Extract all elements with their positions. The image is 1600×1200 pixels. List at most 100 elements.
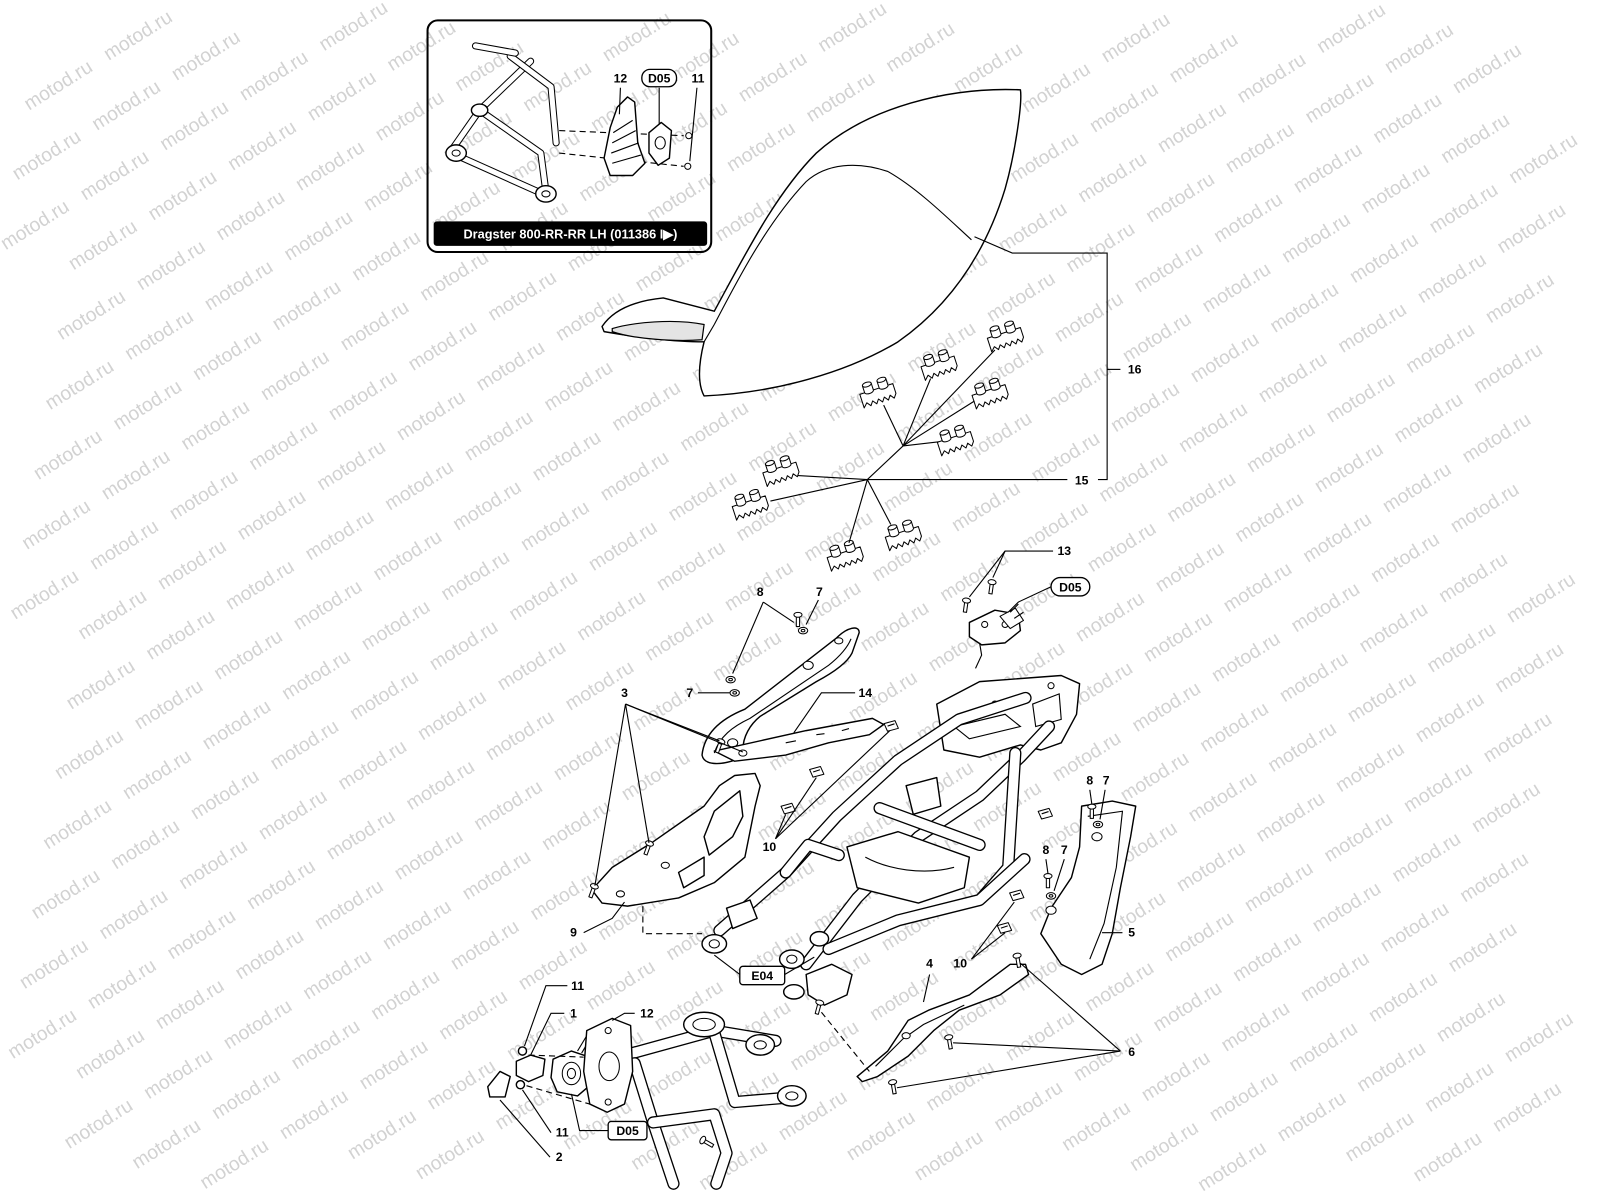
leader-8-handle	[732, 601, 764, 674]
seat	[601, 88, 1022, 397]
label-7-right-lower: 7	[1061, 843, 1068, 857]
leader-15-lines	[770, 349, 1068, 544]
leader-3	[624, 703, 650, 843]
dashed-line-lower-panel	[820, 1011, 870, 1072]
inset-leader	[618, 87, 621, 115]
label-15: 15	[1075, 474, 1089, 488]
leader-10-right	[970, 901, 1015, 960]
leader-7-right-lower	[1053, 859, 1065, 891]
label-8-handle: 8	[757, 585, 764, 599]
washer	[1092, 820, 1104, 829]
frame-bushing	[782, 983, 805, 1000]
leader-e04	[713, 954, 741, 975]
label-7-handle-left: 7	[686, 686, 693, 700]
label-10-left: 10	[763, 840, 777, 854]
seat-shell	[601, 88, 1022, 397]
leader-d05-footrest	[570, 1093, 609, 1132]
label-11-lower: 11	[556, 1126, 569, 1140]
leader-7-right-upper	[1099, 789, 1106, 820]
inset-label-11: 11	[691, 72, 704, 86]
label-d05-footrest: D05	[616, 1124, 639, 1138]
label-7-handle: 7	[816, 585, 823, 599]
tail-cover-5	[1040, 800, 1137, 976]
leader-10-left	[775, 777, 817, 840]
nut-11	[517, 1046, 528, 1056]
inset-caption: Dragster 800-RR-RR LH (011386 I▶)	[463, 226, 677, 241]
label-9: 9	[570, 926, 577, 940]
label-11-upper: 11	[571, 979, 584, 993]
side-panel-9	[591, 772, 761, 907]
label-d05-latch: D05	[1059, 580, 1082, 594]
leader-1	[530, 1012, 565, 1056]
leader-d05-latch	[1007, 586, 1052, 613]
label-16: 16	[1128, 362, 1142, 376]
leader-6	[896, 1050, 1121, 1089]
heel-guard-2	[487, 1070, 511, 1098]
frame-battery-bracket	[905, 776, 942, 815]
inset-panel: 12 D05 11 Dragster 800-RR-RR LH (011386 …	[426, 19, 713, 254]
seat-cushion-edge	[713, 164, 972, 325]
inset-caption-bar	[433, 221, 708, 246]
label-7-right-upper: 7	[1103, 774, 1110, 788]
label-10-right: 10	[953, 956, 967, 970]
frame-center-plate	[846, 830, 971, 904]
inset-frame	[426, 19, 713, 254]
seat-latch	[960, 578, 1024, 669]
leader-14	[793, 692, 856, 733]
label-13: 13	[1057, 544, 1071, 558]
inset-frame-drawing	[445, 42, 560, 203]
inset-leader	[689, 87, 698, 162]
leader-8-handle	[762, 601, 795, 623]
leader-12	[611, 1012, 635, 1021]
inset-pivot	[470, 103, 489, 118]
leader-2	[499, 1099, 551, 1158]
leader-10-left	[774, 814, 787, 839]
footrest-bracket	[550, 1030, 595, 1097]
inset-label-d05: D05	[648, 72, 671, 86]
seat-front-pad	[611, 320, 705, 342]
washer	[1045, 892, 1057, 900]
latch-cable	[975, 642, 983, 669]
leader-6	[1020, 962, 1121, 1052]
leader-4	[922, 974, 931, 1003]
label-3: 3	[621, 686, 628, 700]
heel-plate-12	[582, 1017, 634, 1113]
label-6: 6	[1128, 1045, 1135, 1059]
label-14: 14	[859, 686, 873, 700]
dashed-line-footrest	[526, 1085, 590, 1105]
leader-3	[625, 703, 744, 753]
rear-frame-lower	[626, 1011, 807, 1190]
leader-3	[594, 703, 627, 886]
leader-8-right-lower	[1045, 859, 1049, 874]
label-4: 4	[926, 956, 933, 970]
lower-panel-4	[856, 963, 1030, 1083]
inset-ref-box	[641, 68, 678, 88]
inset-heel-guard	[603, 96, 646, 177]
subframe	[701, 674, 1081, 1016]
label-1: 1	[570, 1006, 577, 1020]
leader-10-right	[971, 932, 1006, 960]
trim-strip-14	[713, 717, 885, 762]
leader-10-left	[775, 730, 891, 840]
inset-nut	[684, 162, 692, 170]
leader-11-lower	[521, 1089, 552, 1133]
leader-e04	[784, 956, 815, 975]
label-12: 12	[640, 1006, 654, 1020]
leader-7-handle	[805, 599, 819, 625]
inset-footrest-plate	[648, 121, 673, 167]
leader-8-right-upper	[1089, 789, 1093, 805]
inset-label-12: 12	[614, 72, 628, 86]
label-e04: E04	[751, 969, 773, 983]
label-5: 5	[1128, 926, 1135, 940]
dashed-line-footrest	[528, 1054, 584, 1058]
nut-11	[515, 1079, 526, 1090]
frame-side-bracket	[725, 899, 758, 930]
inset-nut	[685, 132, 693, 140]
washer	[725, 675, 736, 684]
leader-16-bracket	[974, 236, 1108, 481]
leader-6	[953, 1042, 1121, 1052]
washer	[729, 689, 740, 697]
grab-handle	[701, 627, 860, 765]
leader-9	[583, 901, 625, 934]
ref-box-e04	[739, 965, 786, 986]
